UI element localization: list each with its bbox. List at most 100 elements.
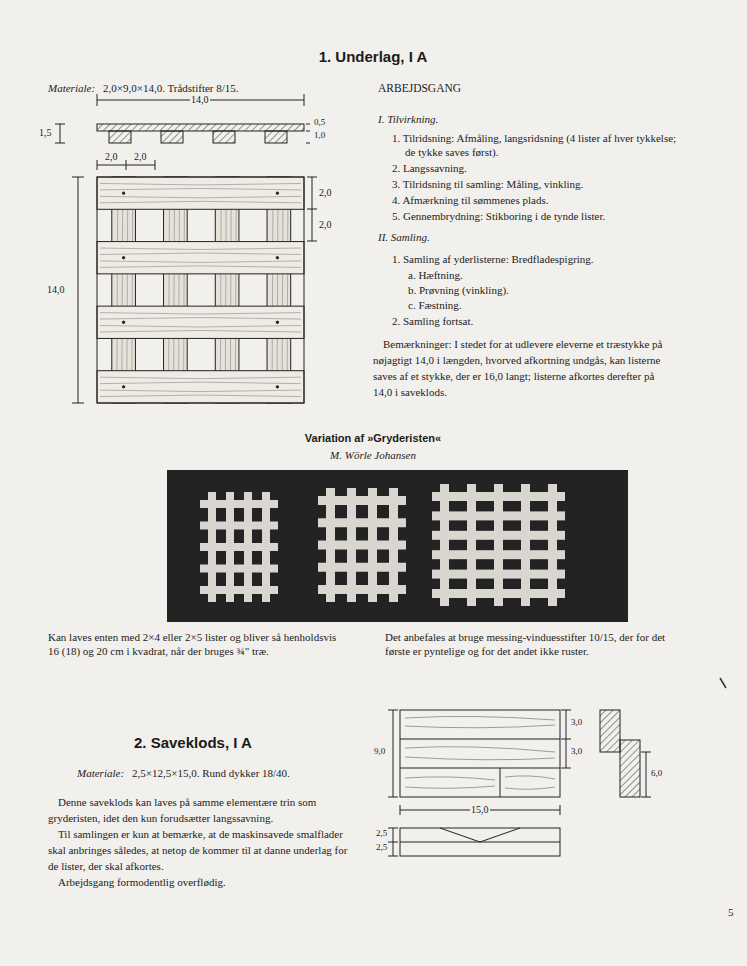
photo-slat	[200, 543, 278, 551]
dimension-label: 2,0	[104, 151, 119, 162]
step-item: 1. Tilridsning: Afmåling, langsridsning …	[392, 131, 687, 160]
thick-slat	[97, 242, 304, 274]
photo-slat	[521, 484, 530, 606]
thin-slat	[267, 177, 291, 403]
step-item: 2. Langssavning.	[392, 161, 687, 175]
nail	[276, 257, 278, 259]
grain-line	[100, 390, 301, 392]
section-title: 2. Saveklods, I A	[134, 733, 252, 753]
grain-line	[225, 179, 226, 401]
grain-line	[220, 179, 221, 401]
photo-caption: Det anbefales at bruge messing-vinduesst…	[385, 630, 690, 659]
nail	[276, 192, 278, 194]
photo-slat	[200, 500, 278, 508]
grain-line	[100, 395, 301, 397]
photo-slat	[432, 511, 565, 520]
grain-line	[100, 377, 301, 379]
material-spec: 2,0×9,0×14,0. Trådstifter 8/15.	[103, 81, 239, 95]
grain-line	[184, 179, 185, 401]
dimension-label: 15,0	[470, 804, 490, 815]
photo-slat	[318, 563, 406, 572]
grain-line	[132, 179, 133, 401]
photo-lattices	[200, 484, 565, 606]
photo-slat	[432, 589, 565, 598]
material-spec: 2,5×12,5×15,0. Rund dykker 18/40.	[132, 766, 290, 780]
grain-line	[179, 179, 180, 401]
dimension-label: 14,0	[190, 94, 210, 105]
grain-line	[100, 248, 301, 250]
dimension-label: 2,5	[375, 843, 388, 853]
dimension-label: 1,5	[38, 127, 53, 138]
dimension-label: 0,5	[313, 118, 326, 128]
dimension-label: 3,0	[570, 747, 583, 757]
dimension-label: 2,0	[133, 151, 148, 162]
subsection-heading: I. Tilvirkning.	[378, 112, 438, 126]
thick-slat	[97, 177, 304, 209]
thin-slat	[215, 177, 239, 403]
grain-line	[100, 253, 301, 255]
section-view	[55, 94, 310, 170]
grain-line	[100, 183, 301, 185]
material-label: Materiale:	[48, 81, 95, 95]
dimension-label: 2,0	[318, 187, 333, 198]
body-paragraph: Til samlingen er kun at bemærke, at de m…	[48, 826, 353, 874]
dimension-label: 2,5	[375, 829, 388, 839]
grain-line	[230, 179, 231, 401]
photo-slat	[200, 565, 278, 573]
grain-line	[277, 179, 278, 401]
photo-slat	[318, 518, 406, 527]
outline	[97, 177, 304, 403]
photo-slat	[494, 484, 503, 606]
photo-author: M. Wörle Johansen	[223, 448, 523, 462]
thick-slat	[97, 306, 304, 338]
photo-slat	[200, 586, 278, 594]
dimension-label: 2,0	[318, 219, 333, 230]
step-item: 1. Samling af yderlisterne: Bredfladespi…	[392, 252, 687, 266]
nail	[276, 321, 278, 323]
grain-line	[100, 330, 301, 332]
grain-line	[100, 196, 301, 198]
step-item: 3. Tilridsning til samling: Måling, vink…	[392, 177, 687, 191]
grain-line	[169, 179, 170, 401]
subsection-heading: II. Samling.	[378, 230, 430, 244]
grain-line	[272, 179, 273, 401]
body-paragraph: Arbejdsgang formodentlig overflødig.	[48, 874, 353, 890]
thin-slat	[164, 177, 188, 403]
grain-line	[100, 266, 301, 268]
step-item: 4. Afmærkning til sømmenes plads.	[392, 193, 687, 207]
step-item: 2. Samling fortsat.	[392, 314, 674, 328]
photo-slat	[200, 522, 278, 530]
nail	[122, 386, 124, 388]
photo-slat	[440, 484, 449, 606]
margin-mark	[720, 678, 726, 688]
substep-item: b. Prøvning (vinkling).	[408, 283, 509, 297]
photo-slat	[432, 550, 565, 559]
nail	[276, 386, 278, 388]
grain-line	[282, 179, 283, 401]
body-paragraph: Denne saveklods kan laves på samme eleme…	[48, 794, 353, 826]
photo-slat	[318, 541, 406, 550]
grain-line	[100, 326, 301, 328]
grain-line	[174, 179, 175, 401]
grain-line	[287, 179, 288, 401]
dimension-label: 3,0	[570, 718, 583, 728]
grain-line	[235, 179, 236, 401]
top-view	[72, 177, 317, 403]
photograph	[167, 470, 628, 622]
photo-slat	[467, 484, 476, 606]
material-label: Materiale:	[77, 766, 124, 780]
grain-line	[100, 188, 301, 190]
page-title: 1. Underlag, I A	[223, 47, 523, 67]
nail	[122, 257, 124, 259]
step-item: 5. Gennembrydning: Stikboring i de tynde…	[392, 209, 687, 223]
nail	[122, 192, 124, 194]
grain-line	[100, 382, 301, 384]
photo-slat	[318, 496, 406, 505]
substep-item: a. Hæftning.	[408, 268, 463, 282]
photo-slat	[432, 531, 565, 540]
photo-slat	[318, 585, 406, 594]
nail	[122, 321, 124, 323]
thin-slat	[112, 177, 136, 403]
grain-line	[100, 313, 301, 315]
section-heading: ARBEJDSGANG	[378, 81, 461, 96]
